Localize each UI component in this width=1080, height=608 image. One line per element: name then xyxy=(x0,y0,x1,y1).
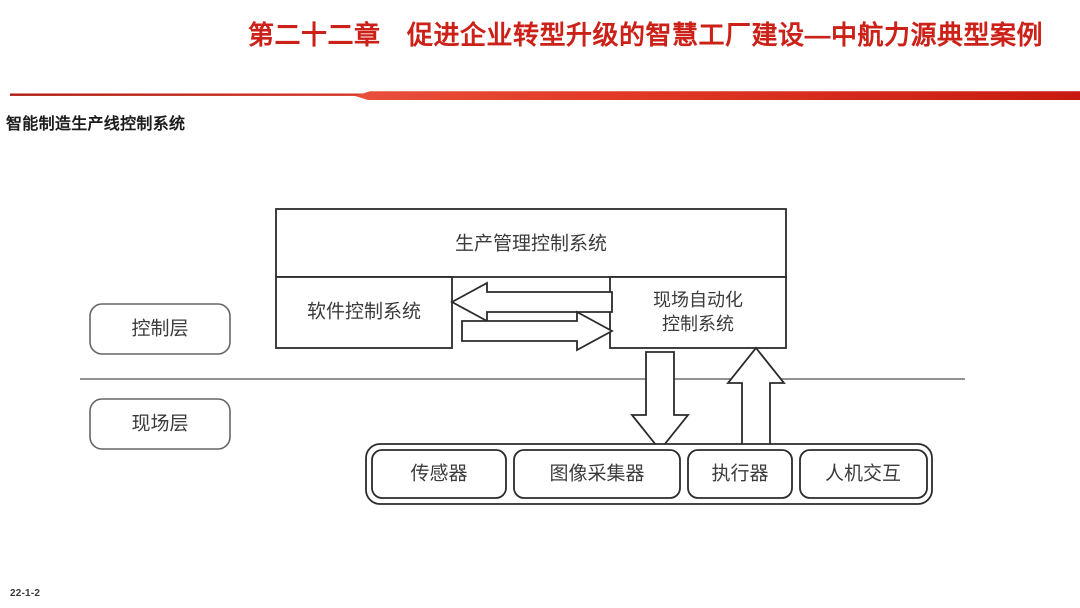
software-control-system-box: 软件控制系统 xyxy=(275,276,453,349)
field-device-sensor: 传感器 xyxy=(371,449,507,499)
field-device-human-machine-interface-label: 人机交互 xyxy=(825,462,901,484)
field-device-image-collector-box xyxy=(513,449,681,499)
production-management-control-system-box: 生产管理控制系统 xyxy=(275,208,787,278)
section-subtitle: 智能制造生产线控制系统 xyxy=(6,116,186,133)
field-device-sensor-label: 传感器 xyxy=(410,462,467,484)
field-device-actuator-box xyxy=(687,449,793,499)
top-box-label: 生产管理控制系统 xyxy=(455,232,607,254)
layer-label-field-text: 现场层 xyxy=(131,412,188,434)
field-device-human-machine-interface: 人机交互 xyxy=(799,449,928,499)
layer-label-control-box xyxy=(89,303,231,355)
layer-label-field-box xyxy=(89,398,231,450)
top-box-outline xyxy=(275,208,787,278)
layer-label-control: 控制层 xyxy=(89,303,231,355)
title-rule-thin-segment xyxy=(10,93,380,96)
field-device-actuator-label: 执行器 xyxy=(711,462,768,484)
title-rule-thick-segment xyxy=(355,91,1080,100)
field-to-control-arrow xyxy=(726,346,786,451)
field-device-sensor-box xyxy=(371,449,507,499)
field-automation-control-system-box: 现场自动化 控制系统 xyxy=(609,276,787,349)
field-device-image-collector: 图像采集器 xyxy=(513,449,681,499)
right-box-label-line2: 控制系统 xyxy=(662,314,734,334)
title-divider-rule xyxy=(10,91,1080,100)
left-to-right-arrow xyxy=(461,310,614,352)
page-number: 22-1-2 xyxy=(10,588,41,599)
page-title: 第二十二章 促进企业转型升级的智慧工厂建设—中航力源典型案例 xyxy=(248,20,1044,50)
left-box-label: 软件控制系统 xyxy=(307,300,421,322)
layer-label-control-text: 控制层 xyxy=(131,317,188,339)
field-device-image-collector-label: 图像采集器 xyxy=(549,462,644,484)
left-box-outline xyxy=(275,276,453,349)
layer-label-field: 现场层 xyxy=(89,398,231,450)
control-to-field-arrow xyxy=(630,351,690,452)
right-box-outline xyxy=(609,276,787,349)
field-device-human-machine-interface-box xyxy=(799,449,928,499)
right-box-label-line1: 现场自动化 xyxy=(653,290,743,310)
field-device-actuator: 执行器 xyxy=(687,449,793,499)
right-to-left-arrow xyxy=(450,281,613,323)
